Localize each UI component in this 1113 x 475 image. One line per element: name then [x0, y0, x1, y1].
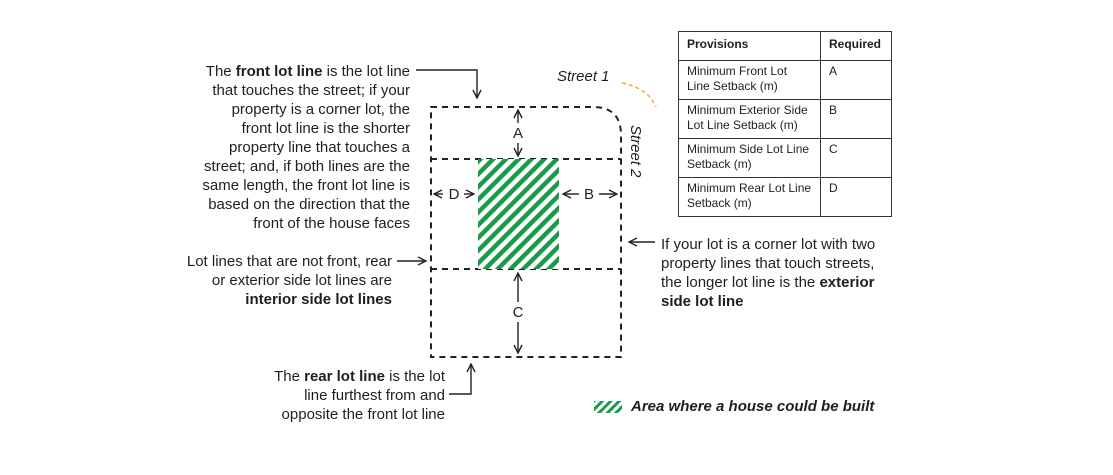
- table-row: Minimum Exterior Side Lot Line Setback (…: [678, 99, 892, 139]
- rear-lot-line-text-post: is the lot line furthest from and opposi…: [281, 368, 445, 423]
- setback-d-label: D: [449, 186, 460, 203]
- table-row: Minimum Front Lot Line Setback (m) A: [678, 60, 892, 100]
- interior-side-term: interior side lot lines: [245, 291, 392, 308]
- provision-cell: Minimum Exterior Side Lot Line Setback (…: [678, 99, 821, 139]
- table-header-row: Provisions Required: [678, 31, 892, 61]
- provision-cell: Minimum Front Lot Line Setback (m): [678, 60, 821, 100]
- provisions-header: Provisions: [678, 31, 821, 61]
- exterior-side-text: If your lot is a corner lot with two pro…: [661, 235, 921, 311]
- rear-lot-line-pointer: [449, 364, 471, 395]
- required-cell: B: [820, 99, 892, 139]
- legend-swatch: [594, 401, 622, 413]
- front-lot-line-text-post: is the lot line that touches the street;…: [202, 63, 410, 232]
- setback-c-label: C: [513, 304, 524, 321]
- front-lot-line-text-pre: The: [205, 63, 236, 80]
- interior-side-text-pre: Lot lines that are not front, rear or ex…: [186, 253, 392, 289]
- required-cell: D: [820, 177, 892, 217]
- front-lot-line-term: front lot line: [235, 63, 323, 80]
- table-row: Minimum Rear Lot Line Setback (m) D: [678, 177, 892, 217]
- rear-lot-line-text-pre: The: [274, 368, 305, 385]
- provisions-table: Provisions Required Minimum Front Lot Li…: [678, 31, 892, 217]
- setback-a-label: A: [513, 125, 523, 142]
- required-header: Required: [820, 31, 892, 61]
- required-cell: C: [820, 138, 892, 178]
- provision-cell: Minimum Rear Lot Line Setback (m): [678, 177, 821, 217]
- rear-lot-line-text: The rear lot line is the lot line furthe…: [230, 367, 445, 424]
- required-cell: A: [820, 60, 892, 100]
- exterior-side-term: exterior side lot line: [661, 274, 875, 310]
- rear-lot-line-term: rear lot line: [304, 368, 385, 385]
- front-lot-line-pointer: [416, 69, 477, 98]
- legend-label: Area where a house could be built: [631, 398, 875, 415]
- table-row: Minimum Side Lot Line Setback (m) C: [678, 138, 892, 178]
- street-1-label: Street 1: [557, 68, 610, 85]
- provision-cell: Minimum Side Lot Line Setback (m): [678, 138, 821, 178]
- setback-b-label: B: [584, 186, 594, 203]
- buildable-area: [478, 159, 559, 269]
- lot-outline: [430, 106, 622, 358]
- street-corner-curve: [621, 82, 657, 108]
- front-lot-line-text: The front lot line is the lot line that …: [150, 62, 410, 233]
- interior-side-text: Lot lines that are not front, rear or ex…: [140, 252, 392, 309]
- exterior-side-text-pre: If your lot is a corner lot with two pro…: [661, 236, 876, 291]
